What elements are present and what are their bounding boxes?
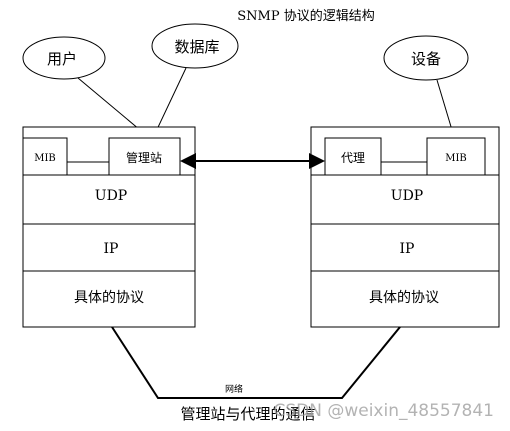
agent-stack: 代理 MIB UDP IP 具体的协议	[310, 126, 500, 328]
network-label: 网络	[225, 383, 243, 395]
manager-protocol-label: 具体的协议	[74, 290, 144, 306]
device-bubble	[383, 35, 469, 81]
manager-mib-box	[22, 137, 68, 176]
manager-ip-label: IP	[104, 241, 119, 257]
device-label: 设备	[411, 50, 441, 68]
agent-label: 代理	[341, 151, 365, 165]
database-bubble	[151, 23, 239, 69]
manager-stack: MIB 管理站 UDP IP 具体的协议	[22, 126, 196, 328]
manager-station-label: 管理站	[126, 150, 162, 165]
agent-mib-box	[426, 137, 486, 176]
user-bubble	[22, 36, 106, 80]
agent-ip-label: IP	[400, 241, 415, 257]
watermark: CSDN @weixin_48557841	[273, 401, 494, 421]
agent-udp-label: UDP	[391, 188, 423, 204]
manager-udp-label: UDP	[95, 188, 127, 204]
manager-station-box	[108, 137, 181, 176]
diagram-title: SNMP 协议的逻辑结构	[237, 8, 374, 24]
diagram-caption: 管理站与代理的通信	[180, 405, 315, 423]
agent-box	[324, 137, 382, 176]
network-path	[111, 326, 401, 399]
agent-protocol-label: 具体的协议	[369, 290, 439, 306]
manager-mib-label: MIB	[34, 153, 56, 164]
agent-mib-label: MIB	[445, 153, 467, 164]
user-label: 用户	[47, 50, 77, 68]
database-label: 数据库	[174, 38, 219, 56]
